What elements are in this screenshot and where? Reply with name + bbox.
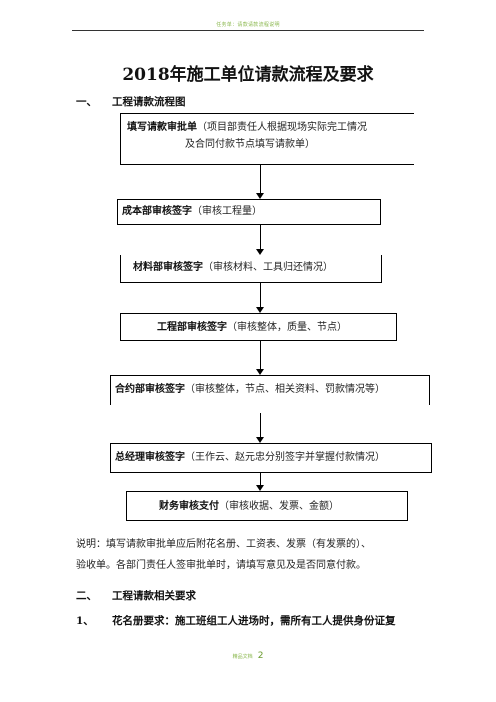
flow-step-engineering-dept: 工程部审核签字（审核整体，质量、节点） <box>120 313 397 341</box>
footer-label: 精品文档 <box>232 654 253 660</box>
down-arrow-icon <box>256 225 264 255</box>
page-header-text: 任务单：请款请款流程说明 <box>216 22 280 28</box>
requirement-item-1: 1、 花名册要求：施工班组工人进场时，需所有工人提供身份证复 <box>76 613 396 628</box>
section-heading-1: 一、 工程请款流程图 <box>76 94 186 109</box>
flow-step-cost-dept: 成本部审核签字（审核工程量） <box>117 199 381 225</box>
step-desc: （项目部责任人根据现场实际完工情况 <box>197 122 367 133</box>
down-arrow-icon <box>256 473 264 491</box>
down-arrow-icon <box>256 341 264 375</box>
step-desc: （审核整体，节点、相关资料、罚款情况等） <box>185 384 385 395</box>
step-desc-cont: 及合同付款节点填写请款单） <box>185 139 315 150</box>
step-title: 成本部审核签字 <box>122 206 192 217</box>
step-title: 总经理审核签字 <box>115 452 185 463</box>
step-desc: （审核收据、发票、金额） <box>219 501 339 512</box>
step-desc: （王作云、赵元忠分别签字并掌握付款情况） <box>185 452 385 463</box>
flow-step-general-manager: 总经理审核签字（王作云、赵元忠分别签字并掌握付款情况） <box>110 443 432 473</box>
down-arrow-icon <box>256 413 264 443</box>
flow-step-finance: 财务审核支付（审核收据、发票、金额） <box>126 491 408 521</box>
step-title: 填写请款审批单 <box>127 122 197 133</box>
down-arrow-icon <box>256 165 264 199</box>
note-line-2: 验收单。各部门责任人签审批单时，请填写意见及是否同意付款。 <box>76 560 366 571</box>
step-title: 工程部审核签字 <box>157 322 227 333</box>
section-number: 一、 <box>76 96 97 108</box>
header-divider <box>72 30 424 31</box>
step-title: 合约部审核签字 <box>115 384 185 395</box>
flow-step-contracts-dept: 合约部审核签字（审核整体，节点、相关资料、罚款情况等） <box>110 375 430 405</box>
page-footer: 精品文档 2 <box>0 643 496 662</box>
section-number: 二、 <box>76 590 97 602</box>
item-number: 1、 <box>76 615 94 627</box>
document-title: 2018年施工单位请款流程及要求 <box>122 65 374 85</box>
flow-step-materials-dept: 材料部审核签字（审核材料、工具归还情况） <box>120 255 382 283</box>
box-edge <box>429 375 430 405</box>
section-heading-2: 二、 工程请款相关要求 <box>76 588 196 603</box>
section-label: 工程请款相关要求 <box>112 590 196 602</box>
item-text: 花名册要求：施工班组工人进场时，需所有工人提供身份证复 <box>112 615 396 627</box>
note-line-1: 说明：填写请款审批单应后附花名册、工资表、发票（有发票的）、 <box>76 539 371 550</box>
step-desc: （审核整体，质量、节点） <box>227 322 347 333</box>
step-title: 材料部审核签字 <box>133 262 203 273</box>
step-title: 财务审核支付 <box>159 501 219 512</box>
step-desc: （审核工程量） <box>192 206 262 217</box>
explanation-note: 说明：填写请款审批单应后附花名册、工资表、发票（有发票的）、 验收单。各部门责任… <box>76 534 426 576</box>
box-edge <box>380 199 381 225</box>
down-arrow-icon <box>256 283 264 313</box>
page-number: 2 <box>257 651 264 661</box>
section-label: 工程请款流程图 <box>112 96 186 108</box>
flow-step-fill-request: 填写请款审批单（项目部责任人根据现场实际完工情况 及合同付款节点填写请款单） <box>120 113 414 165</box>
step-desc: （审核材料、工具归还情况） <box>203 262 333 273</box>
